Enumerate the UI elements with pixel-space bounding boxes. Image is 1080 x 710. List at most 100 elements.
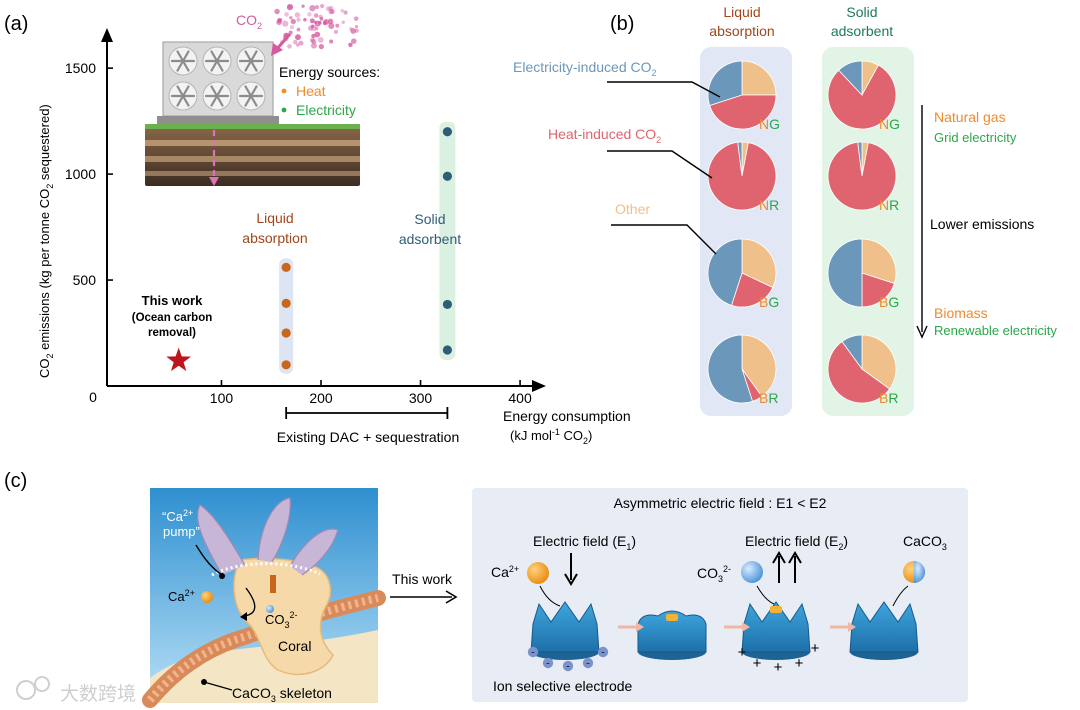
fan-blade [215,59,224,72]
co2-particle [309,18,315,24]
electrode-co3-ion [741,561,763,583]
electricity-legend-label: Electricity [296,102,356,118]
polyp-tentacle-right [289,528,339,576]
this-work-arrowhead [445,590,458,604]
renewable-electricity-label: Renewable electricity [934,323,1057,338]
negative-charge [582,657,594,669]
co2-particle [318,14,323,19]
grid-electricity-label: Grid electricity [934,130,1017,145]
co2-particle [318,43,324,50]
coral-label: Coral [278,638,311,654]
negative-charge [542,657,554,669]
co2-particle [282,20,289,27]
co2-particle [290,18,296,25]
heat-callout-line [607,150,713,179]
co2-particle [333,29,338,34]
co2-particle [303,17,307,22]
pie-row-code: NG [879,116,900,132]
fan-blade [244,94,253,107]
process-step-arrowhead [742,622,750,632]
biomass-label: Biomass [934,305,988,321]
y-axis-arrowhead [101,28,113,42]
co2-particle [314,31,321,38]
x-tick-label: 200 [309,390,333,406]
ca-ion-label: Ca2+ [168,588,195,604]
co2-particle [341,20,345,25]
electricity-bullet [281,107,287,113]
ca-pump-label-2: pump” [163,524,200,539]
pie-slice-other [861,334,897,390]
liquid-column-title-2: absorption [709,23,774,39]
polyp-tentacle-left [196,504,246,576]
y-tick-label: 1500 [65,60,96,76]
co2-particle [307,25,314,31]
positive-charge: + [774,659,783,676]
co2-particle [309,5,316,12]
fan-blade [244,59,253,72]
carbonate-ion-small [266,605,274,613]
pie-slice-heat [827,64,897,130]
pie-slice-heat [707,141,777,211]
fan-blade [181,85,190,98]
pie-slice-heat [827,340,891,404]
pie-row-code: BG [759,294,779,310]
ca-pump-pointer-dot [219,573,225,579]
fan-blade [181,50,190,63]
pie-slice-other [861,238,897,285]
negative-charge [527,646,539,658]
pie-slice-heat [861,272,895,308]
x-axis-label-line2: (kJ mol-1 CO2) [510,427,592,446]
co2-particle [350,38,357,44]
soil-stripe-2 [145,156,360,162]
field2-label: Electric field (E2) [745,533,848,552]
fan-blade [249,59,258,72]
liquid-data-point [281,298,291,308]
electrode-sequence [530,585,919,660]
y-axis-label: CO2 emissions (kg per tonne CO2 sequeste… [37,104,55,378]
electrode-label: Ion selective electrode [493,678,633,694]
co2-particle [307,12,312,17]
co2-particle [287,4,292,9]
x-tick-label: 300 [409,390,433,406]
co2-particle [277,18,282,23]
co2-particle [301,4,305,8]
co2-particle [298,40,304,46]
positive-charge: + [795,655,804,672]
solid-data-point [442,171,453,181]
fan-blade [176,50,185,63]
fan-blade [249,85,258,98]
co2-particle [327,18,334,25]
co2-particle [292,39,298,45]
electrode-ca-label: Ca2+ [491,564,519,580]
pie-grid [707,60,897,404]
other-callout: Other [615,201,650,217]
liquid-data-point [281,360,291,370]
soil-stripe-1 [145,140,360,146]
positive-charge: + [753,655,762,672]
fan-blade [181,94,190,107]
co2-particle [310,25,317,32]
co2-particle [296,43,300,47]
pie-slice-electricity [841,334,863,371]
electrode-petals [637,610,707,653]
grass-layer [145,124,360,129]
co2-particle [294,12,301,18]
co2-particle [317,36,324,43]
fan-blade [176,85,185,98]
pie-row-code: NR [879,197,899,213]
this-work-label-3: removal) [148,327,196,339]
fan-blade [181,59,190,72]
electrode-tulip [637,610,707,660]
co2-particle [284,12,289,17]
solid-series-label-1: Solid [414,211,445,227]
caco3-product-label: CaCO3 [903,533,947,552]
fan-blade [176,59,185,72]
coral-skeleton-texture [146,594,379,703]
co2-particle [329,9,335,15]
fan-blade [215,50,224,63]
co2-particle [354,28,359,33]
co2-particle [328,8,334,15]
co2-particle [295,34,301,41]
process-step-arrowhead [848,622,856,632]
ground-layers [145,124,360,186]
